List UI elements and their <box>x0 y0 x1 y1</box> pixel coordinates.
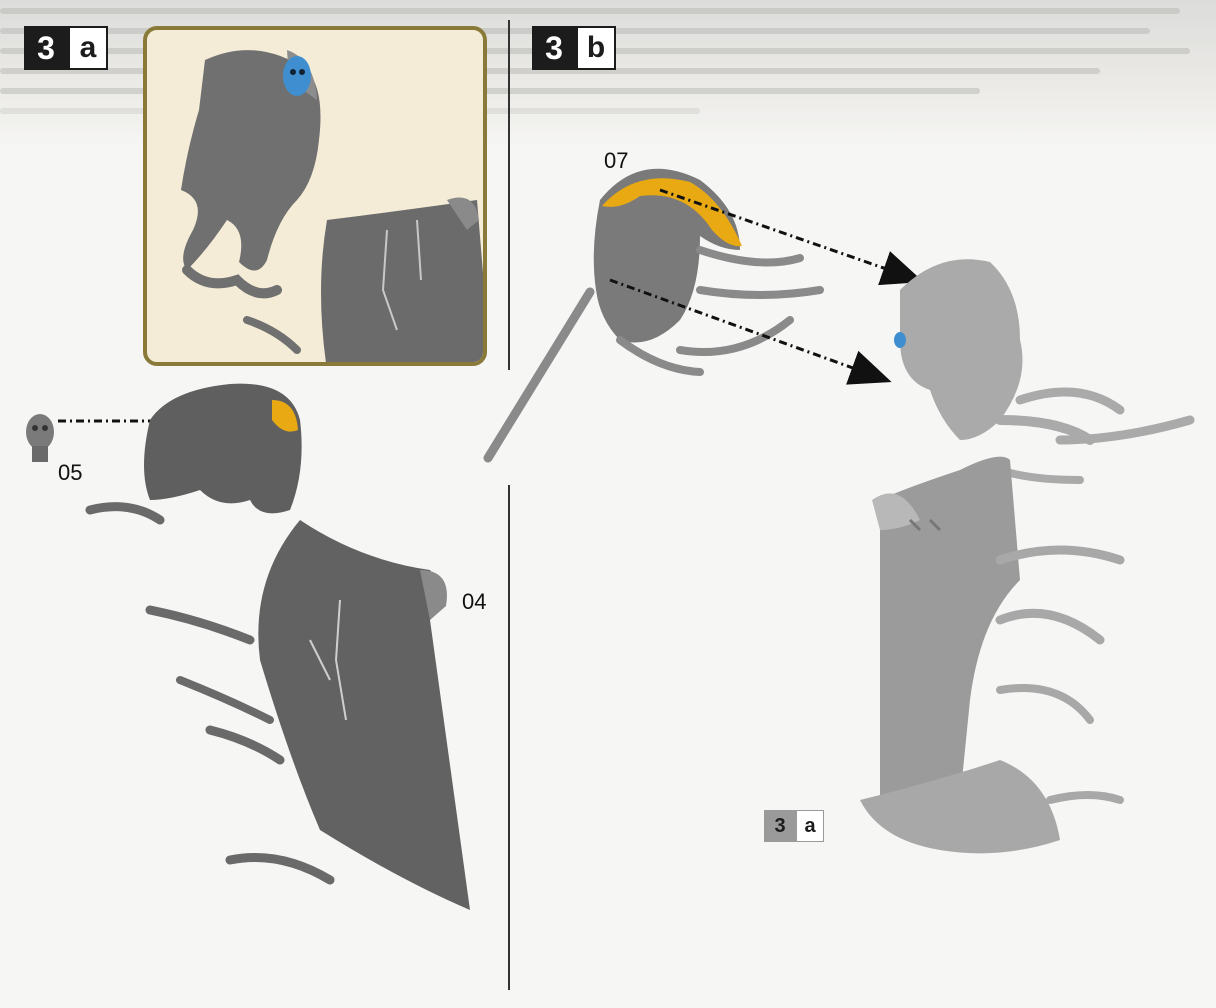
part-label-07: 07 <box>604 148 628 174</box>
scythe-icon <box>488 169 820 458</box>
part-label-05: 05 <box>58 460 82 486</box>
reaper-figure-icon <box>860 259 1190 853</box>
skull-icon <box>26 414 54 462</box>
part-label-04: 04 <box>462 589 486 615</box>
tombstone-icon <box>90 384 470 910</box>
